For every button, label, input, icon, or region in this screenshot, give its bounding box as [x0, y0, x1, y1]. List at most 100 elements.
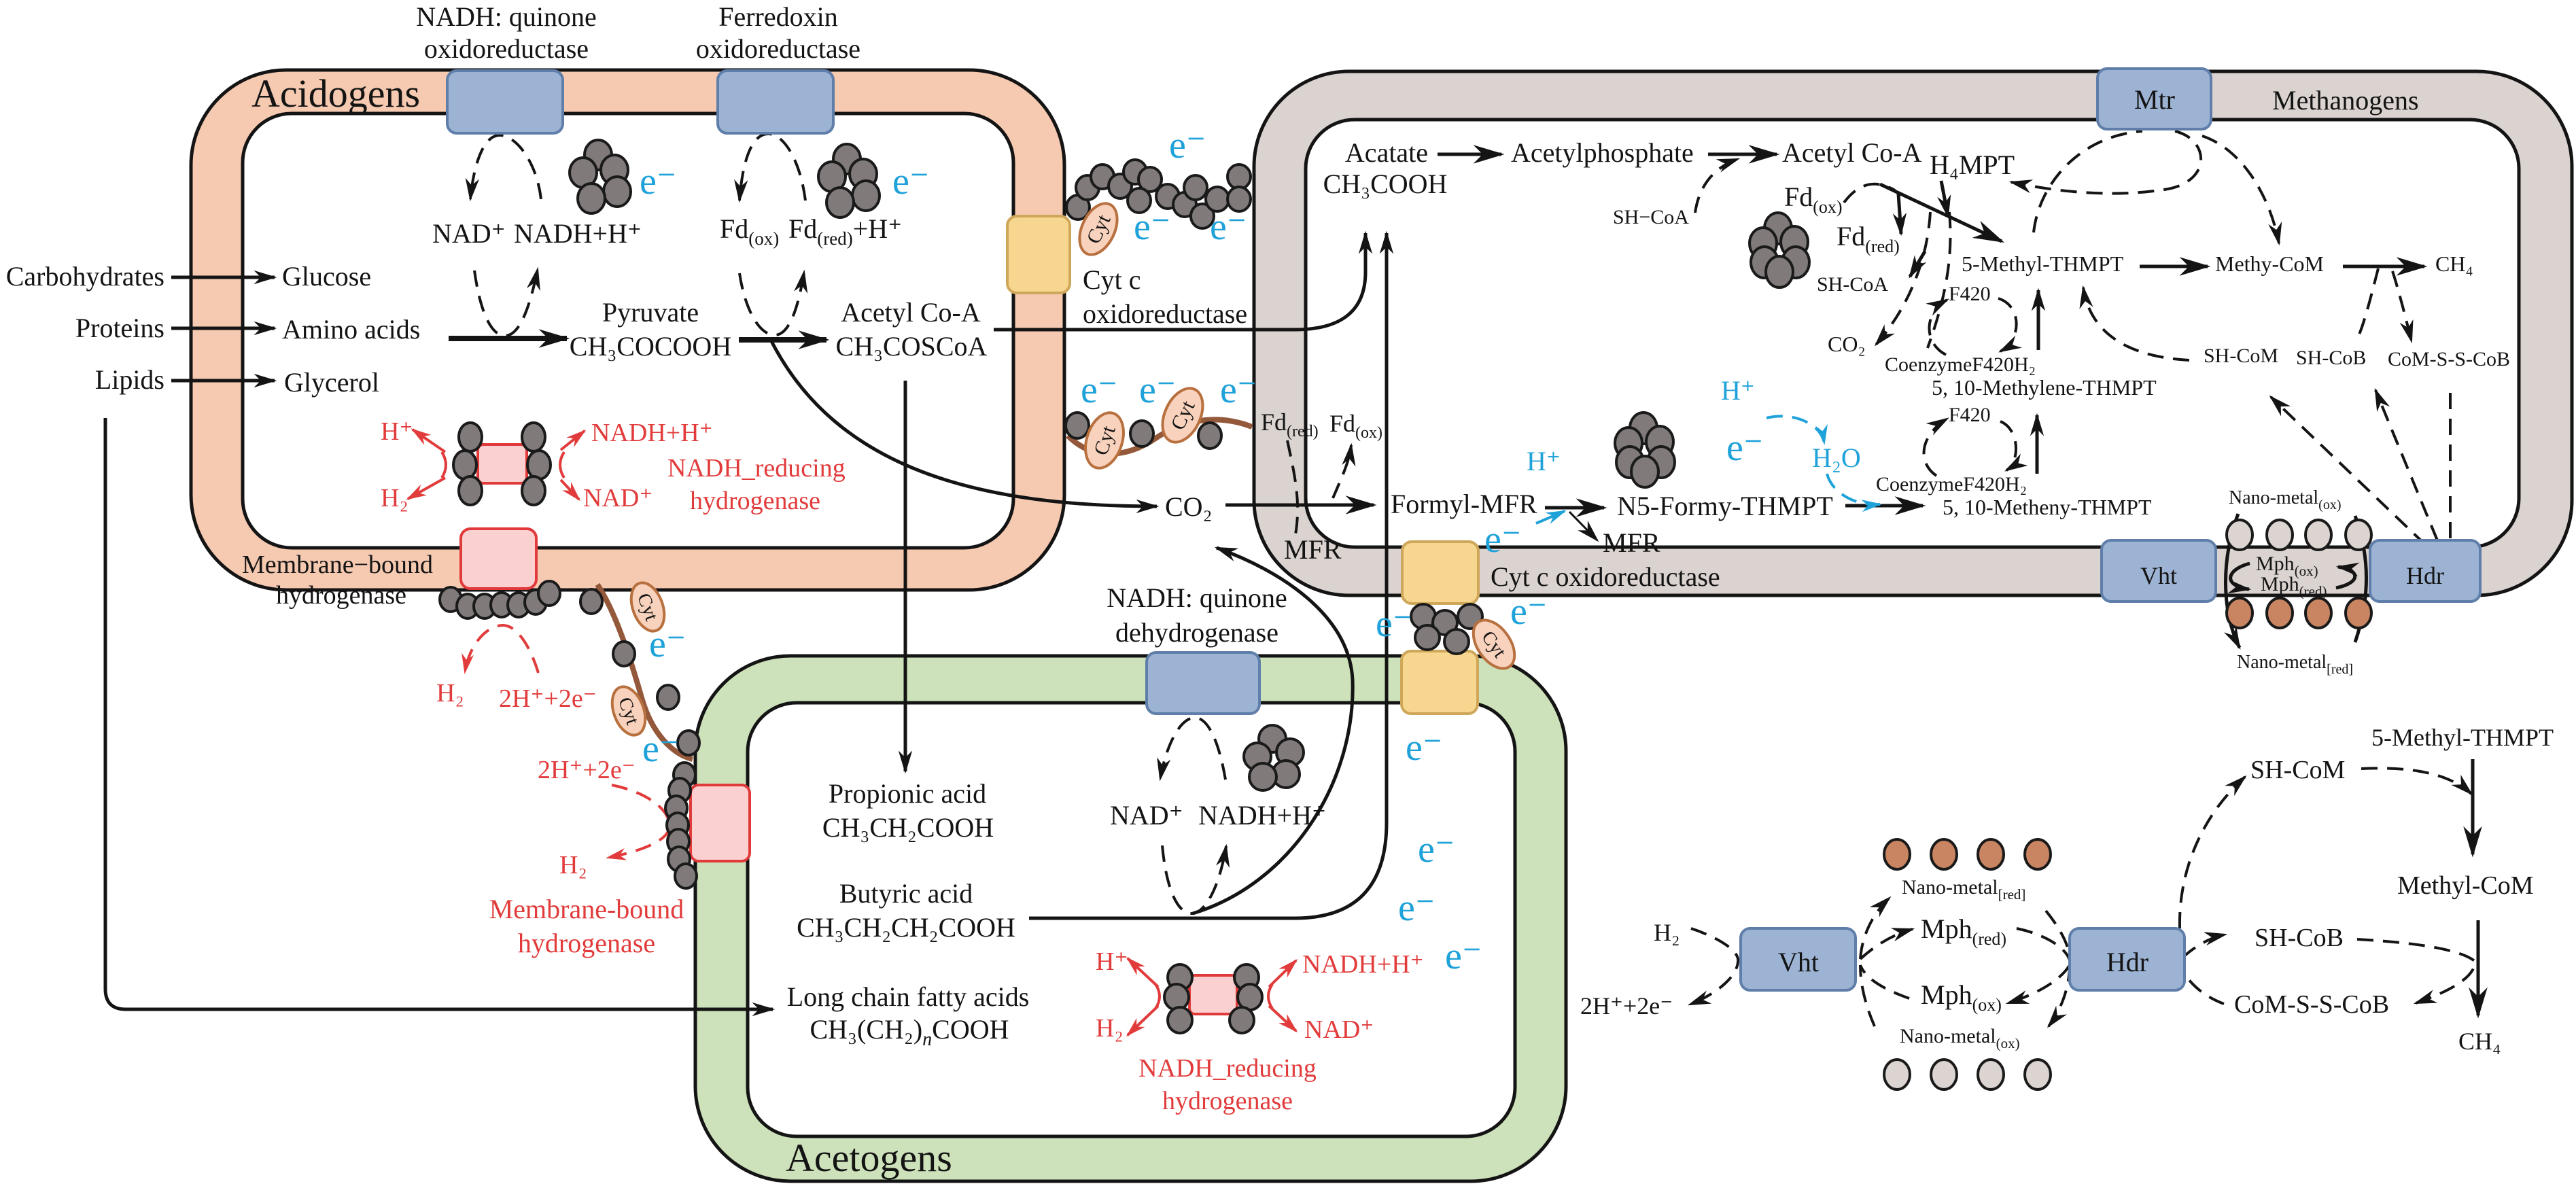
propionic-acid-formula: CH₃CH₂COOH: [822, 812, 994, 843]
detail-h2-to-vht: [1687, 927, 1740, 1006]
acidogen-nadh-reducing-hydrogenase: [476, 443, 528, 485]
hdr-to-sh-com: [2269, 395, 2427, 546]
acid-nadh-lower-loop: [473, 266, 540, 338]
detail-nano-ox-to-vht: [1859, 964, 1876, 1027]
cytochrome-5: Cyt: [610, 685, 647, 737]
h4mpt-label: H₄MPT: [1930, 150, 2015, 180]
fd-subscript: (red): [817, 228, 852, 249]
electron-carrier: [457, 475, 483, 506]
conductive-pili-acid-acet: [595, 582, 694, 762]
ferredoxin-oxidoreductase-label-2: oxidoreductase: [696, 33, 860, 64]
acid-acetyl-coa-name: Acetyl Co-A: [841, 297, 981, 328]
acet-nrh-to-nad: [1268, 1005, 1298, 1033]
acid-nrh-nad-plus: NAD⁺: [583, 484, 652, 512]
acid-nrh-h-plus: H⁺: [381, 417, 413, 446]
electron-carrier: [1183, 174, 1208, 201]
fd-subscript: (ox): [1355, 424, 1382, 442]
electron-carrier-cluster-meth-lower: [1614, 411, 1676, 489]
ch4-loop-sh-cob: [2358, 268, 2380, 335]
nadh-quinone-dehydrogenase-protein: [1145, 651, 1261, 715]
long-chain-fatty-acids-name: Long chain fatty acids: [787, 981, 1030, 1012]
electron-carrier: [1226, 163, 1252, 190]
detail-vht-label: Vht: [1778, 947, 1819, 977]
electron-carrier: [656, 684, 680, 711]
meth-acetyl-coa-label: Acetyl Co-A: [1782, 137, 1922, 168]
mph-base: Mph: [2261, 573, 2299, 595]
mtr-label: Mtr: [2134, 84, 2175, 115]
electron-carrier: [537, 580, 561, 607]
hdr-band-label: Hdr: [2406, 562, 2444, 589]
electron-carrier: [602, 175, 632, 208]
acet-nrh-label-2: hydrogenase: [1162, 1087, 1293, 1115]
nano-metal-base: Nano-metal: [2237, 652, 2327, 673]
electron-carrier: [1764, 255, 1794, 289]
acid-fd-red-h-plus: Fd(red)+H⁺: [788, 213, 902, 249]
detail-mph-ox-to-vht: [1859, 964, 1910, 1000]
substrate-carbohydrates: Carbohydrates: [6, 261, 164, 292]
arrow-lipids-to-long-chain-fatty-acids: [103, 418, 776, 1017]
arrow-formyl-mfr-release-mfr: [1568, 510, 1599, 542]
nano-metal-particle: [2344, 519, 2373, 551]
acet-nadh-lower-loop: [1161, 843, 1230, 915]
cytochrome-shape: [1161, 387, 1204, 444]
acidogens-label: Acidogens: [251, 71, 420, 116]
detail-mph-ox: Mph(ox): [1921, 979, 2002, 1015]
blue-electron-to-formyl: [1535, 510, 1567, 525]
meth-f420-lower-loop-left: [1922, 417, 1949, 477]
metheny-thmpt-label: 5, 10-Metheny-THMPT: [1943, 495, 2152, 519]
electron-icon: e⁻: [1134, 206, 1170, 248]
acetylphosphate-label: Acetylphosphate: [1511, 137, 1694, 168]
acet-nadh-upper-loop: [1157, 716, 1227, 782]
vht-membrane-protein: [2100, 539, 2217, 603]
arrow-pyruvate-to-co2: [769, 338, 1160, 514]
nano-metal-particle: [1883, 838, 1911, 871]
nadh-quinone-dehydrogenase-label-2: dehydrogenase: [1115, 617, 1278, 648]
substrate-proteins: Proteins: [75, 313, 164, 343]
electron-carrier: [576, 182, 606, 215]
nano-metal-particle: [2225, 519, 2254, 551]
ch4-loop-com-s-s-cob: [2391, 271, 2414, 344]
detail-mph-red: Mph(red): [1921, 913, 2006, 949]
acet-nadh-h-plus: NADH+H⁺: [1198, 800, 1326, 831]
meth-co2-label: CO₂: [1828, 332, 1866, 356]
detail-methyl-com-label: Methyl-CoM: [2397, 871, 2534, 900]
fd-base: Fd: [788, 213, 817, 244]
nano-metal-particle: [2023, 1058, 2052, 1091]
co2-label: CO₂: [1165, 491, 1213, 522]
electron-carrier-chain-meth-acet: [1410, 603, 1484, 655]
detail-hdr-to-mph-ox: [2005, 964, 2071, 1005]
methy-com-label: Methy-CoM: [2215, 251, 2324, 276]
electron-icon: e⁻: [1398, 887, 1435, 929]
fd-base: Fd: [720, 213, 748, 244]
electron-icon: e⁻: [642, 728, 679, 770]
nano-metal-subscript: [red]: [2327, 662, 2353, 677]
nano-metal-particle: [1977, 1058, 2005, 1091]
mfr-to-fd-ox: [1331, 442, 1356, 499]
nano-metal-band-reduced: [2225, 597, 2373, 629]
electron-icon: e⁻: [1220, 369, 1257, 411]
electron-carrier: [1129, 419, 1155, 448]
acid-nrh-label-2: hydrogenase: [690, 487, 820, 515]
detail-h2-label: H₂: [1654, 919, 1680, 946]
nadh-quinone-dehydrogenase-label-1: NADH: quinone: [1107, 582, 1287, 613]
electron-carrier-chain-middle: [1064, 411, 1223, 450]
electron-carrier: [1126, 187, 1152, 214]
nano-metal-base: Nano-metal: [1902, 876, 1998, 899]
cytochrome-shape: [1078, 202, 1119, 256]
electron-carrier: [1443, 628, 1470, 655]
acet-nrh-h2: H₂: [1096, 1014, 1124, 1043]
acet-nrh-to-h-plus: [1126, 956, 1160, 988]
mfr-released-label: MFR: [1603, 527, 1660, 558]
sh-cob-label: SH-CoB: [2296, 347, 2366, 369]
nano-metal-detail-oxidized: [1883, 1058, 2052, 1091]
cyt-c-oxidoreductase-label-2: oxidoreductase: [1083, 298, 1247, 329]
electron-icon: e⁻: [1445, 935, 1482, 977]
band-mph-red-to-ox: [2335, 562, 2360, 590]
acid-membrane-bound-hydrogenase-label-2: hydrogenase: [276, 581, 406, 610]
meth-fd-loop: [1843, 182, 1896, 204]
detail-com-s-s-cob-to-hdr: [2181, 969, 2225, 1005]
fd-subscript: (red): [1865, 237, 1900, 256]
h2-upper-label: H₂: [436, 679, 464, 708]
acid-membrane-h2-loop: [462, 623, 540, 674]
fd-base: Fd: [1837, 221, 1865, 251]
